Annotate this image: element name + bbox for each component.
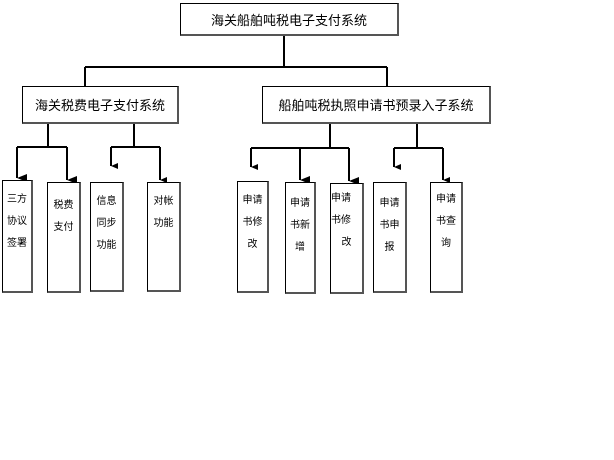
module-text-line: 书修 <box>331 215 351 226</box>
module-text-line: 功能 <box>96 240 117 251</box>
root-connector <box>84 35 388 86</box>
module-box-application-query: 申请 书查 询 <box>430 182 463 293</box>
subsystem-label: 船舶吨税执照申请书预录入子系统 <box>278 99 474 114</box>
subsystem-label: 海关税费电子支付系统 <box>34 99 165 114</box>
module-text-line: 协议 <box>7 216 27 227</box>
subsystem-box-tax-payment: 海关税费电子支付系统 <box>22 86 179 124</box>
module-text-line: 申请 <box>379 198 400 209</box>
module-text-line: 书修 <box>242 217 263 228</box>
module-text-line: 申请 <box>290 198 310 209</box>
module-text-line: 功能 <box>153 218 174 229</box>
module-box-tripartite-agreement: 三方 协议 签署 <box>2 180 33 293</box>
module-text-line: 对帐 <box>153 196 174 207</box>
module-text-line: 申请 <box>436 194 456 205</box>
module-text-line: 申请 <box>331 193 351 204</box>
module-text-line: 改 <box>341 237 352 248</box>
module-text-line: 询 <box>441 238 451 249</box>
module-text-line: 签署 <box>7 238 27 249</box>
module-box-tax-payment: 税费 支付 <box>47 182 81 293</box>
connector-left-a <box>17 123 67 148</box>
module-text-line: 增 <box>295 242 305 253</box>
module-box-application-modify-2: 申请 书修 改 <box>330 183 364 294</box>
module-box-application-add: 申请 书新 增 <box>285 182 316 294</box>
module-box-info-sync: 信息 同步 功能 <box>90 182 124 292</box>
module-text-line: 书查 <box>436 216 456 227</box>
connector-left-b <box>111 123 160 148</box>
module-text-line: 同步 <box>96 218 117 229</box>
module-box-reconciliation: 对帐 功能 <box>147 182 181 292</box>
module-text-line: 三方 <box>7 194 27 205</box>
module-text-line: 支付 <box>53 222 74 233</box>
module-box-application-modify: 申请 书修 改 <box>237 181 269 293</box>
subsystem-box-tonnage-application: 船舶吨税执照申请书预录入子系统 <box>262 86 491 124</box>
module-box-application-declare: 申请 书申 报 <box>373 182 407 293</box>
connector-right-b <box>394 123 443 149</box>
module-text-line: 信息 <box>96 196 117 207</box>
module-text-line: 报 <box>384 242 395 253</box>
root-system-box: 海关船舶吨税电子支付系统 <box>180 3 399 36</box>
root-system-label: 海关船舶吨税电子支付系统 <box>210 13 367 29</box>
module-text-line: 改 <box>247 239 258 250</box>
connector-right-a <box>251 123 349 149</box>
module-text-line: 税费 <box>53 200 74 211</box>
module-text-line: 书申 <box>379 220 400 231</box>
module-text-line: 申请 <box>242 195 263 206</box>
module-text-line: 书新 <box>290 220 310 231</box>
